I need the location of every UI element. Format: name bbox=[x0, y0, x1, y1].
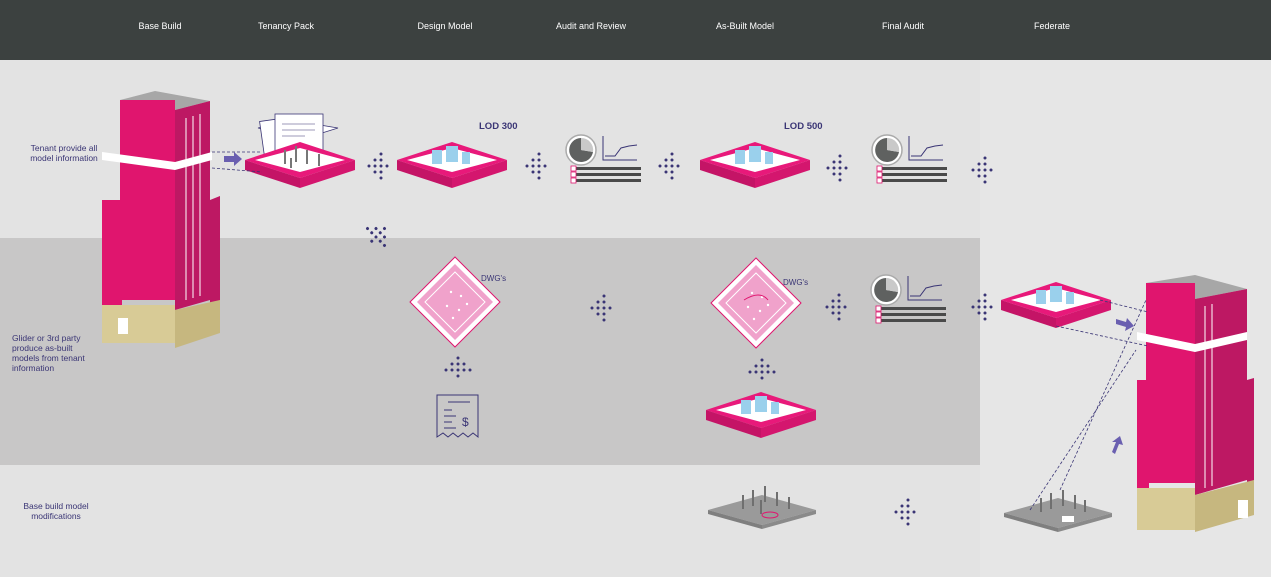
row-label-glider-line: Glider or 3rd party bbox=[12, 333, 81, 343]
base-slab-modification-icon bbox=[708, 486, 816, 529]
lod-300-label: LOD 300 bbox=[479, 121, 518, 132]
design-drawing-sheet-icon bbox=[409, 256, 501, 348]
row-label-base-build-line: modifications bbox=[31, 511, 81, 521]
row-label-glider: Glider or 3rd party produce as-built mod… bbox=[12, 333, 112, 373]
as-built-dwg-label: DWG's bbox=[783, 278, 809, 287]
base-building-icon bbox=[102, 91, 220, 348]
row-label-glider-line: information bbox=[12, 363, 55, 373]
row-label-glider-line: produce as-built bbox=[12, 343, 73, 353]
federate-floor-plate-icon bbox=[1001, 282, 1149, 347]
row-label-base-build-line: Base build model bbox=[23, 501, 89, 511]
row-label-base-build: Base build model modifications bbox=[8, 501, 104, 521]
as-built-floor-plate-icon bbox=[700, 142, 810, 188]
row-label-tenant-line: Tenant provide all bbox=[30, 143, 98, 153]
stage-base-build: Base Build bbox=[138, 21, 182, 31]
as-built-plate-lower-icon bbox=[706, 392, 816, 438]
tenancy-pack-document-stack-icon bbox=[211, 113, 355, 188]
design-dwg-label: DWG's bbox=[481, 274, 507, 283]
audit-review-report-icon bbox=[565, 134, 642, 184]
design-model-floor-plate-icon bbox=[397, 142, 507, 188]
stage-federate: Federate bbox=[1033, 21, 1071, 31]
as-built-drawing-sheet-icon bbox=[710, 257, 802, 349]
invoice-icon: $ bbox=[436, 394, 479, 439]
final-audit-report-icon bbox=[871, 134, 948, 184]
stage-tenancy-pack: Tenancy Pack bbox=[257, 21, 315, 31]
stage-final-audit: Final Audit bbox=[881, 21, 925, 31]
svg-text:$: $ bbox=[462, 415, 469, 429]
stage-header-bar: Base Build Tenancy Pack Design Model Aud… bbox=[0, 0, 1271, 60]
federate-base-slab-icon bbox=[1004, 299, 1147, 532]
federated-building-icon bbox=[1137, 275, 1254, 532]
final-audit-row2-report-icon bbox=[870, 274, 947, 324]
stage-audit-and-review: Audit and Review bbox=[555, 21, 627, 31]
lod-500-label: LOD 500 bbox=[784, 121, 823, 132]
row-label-tenant: Tenant provide all model information bbox=[14, 143, 114, 163]
row-band-base-build bbox=[0, 465, 980, 577]
row-label-tenant-line: model information bbox=[30, 153, 98, 163]
stage-as-built-model: As-Built Model bbox=[715, 21, 775, 31]
row-label-glider-line: models from tenant bbox=[12, 353, 85, 363]
stage-design-model: Design Model bbox=[417, 21, 473, 31]
